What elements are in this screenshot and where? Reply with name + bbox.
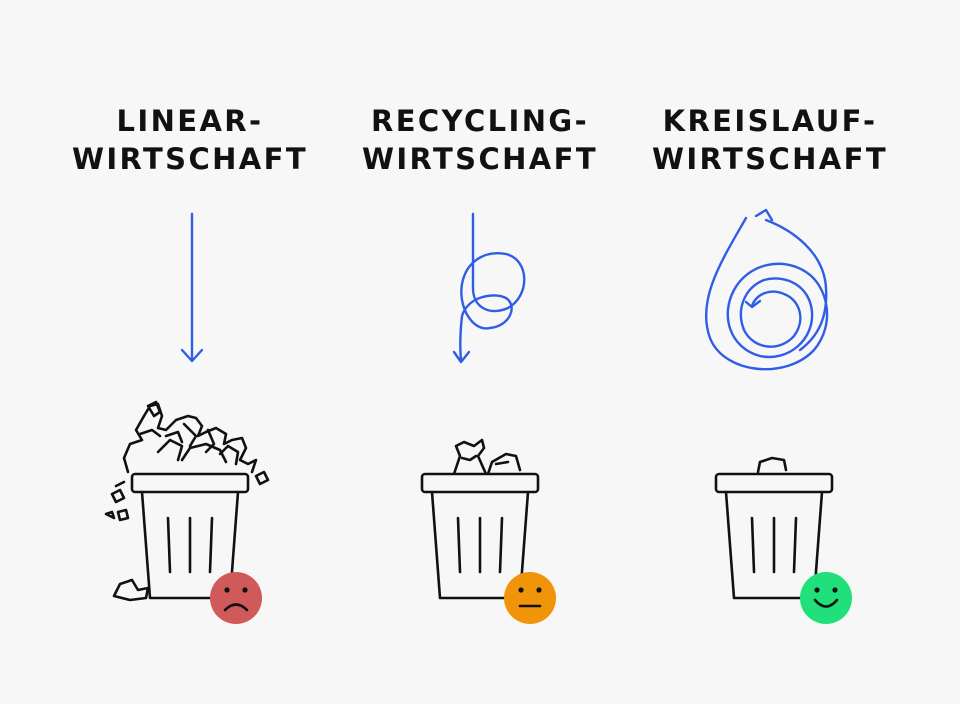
almost-empty-trash-can-icon: [714, 456, 852, 624]
column-linear: LINEAR- WIRTSCHAFT: [30, 0, 350, 704]
title-recycling: RECYCLING- WIRTSCHAFT: [320, 102, 640, 178]
flow-linear: [30, 190, 350, 390]
partial-trash-can-icon: [420, 438, 556, 624]
title-recycling-line2: WIRTSCHAFT: [361, 142, 599, 177]
bin-linear: [30, 390, 350, 630]
title-linear-line1: LINEAR-: [116, 104, 264, 139]
title-recycling-line1: RECYCLING-: [370, 104, 590, 139]
overflowing-trash-can-icon: [104, 400, 270, 624]
title-kreislauf-line1: KREISLAUF-: [662, 104, 878, 139]
bin-recycling: [320, 390, 640, 630]
title-linear-line2: WIRTSCHAFT: [71, 142, 309, 177]
flow-recycling: [320, 190, 640, 390]
title-linear: LINEAR- WIRTSCHAFT: [30, 102, 350, 178]
looped-arrow-icon: [452, 212, 526, 364]
flow-kreislauf: [610, 190, 930, 390]
happy-face-icon: [800, 572, 852, 624]
sad-face-icon: [210, 572, 262, 624]
spiral-arrow-icon: [704, 208, 829, 371]
title-kreislauf: KREISLAUF- WIRTSCHAFT: [610, 102, 930, 178]
neutral-face-icon: [504, 572, 556, 624]
column-kreislauf: KREISLAUF- WIRTSCHAFT: [610, 0, 930, 704]
straight-arrow-icon: [180, 212, 204, 363]
title-kreislauf-line2: WIRTSCHAFT: [651, 142, 889, 177]
bin-kreislauf: [610, 390, 930, 630]
column-recycling: RECYCLING- WIRTSCHAFT: [320, 0, 640, 704]
